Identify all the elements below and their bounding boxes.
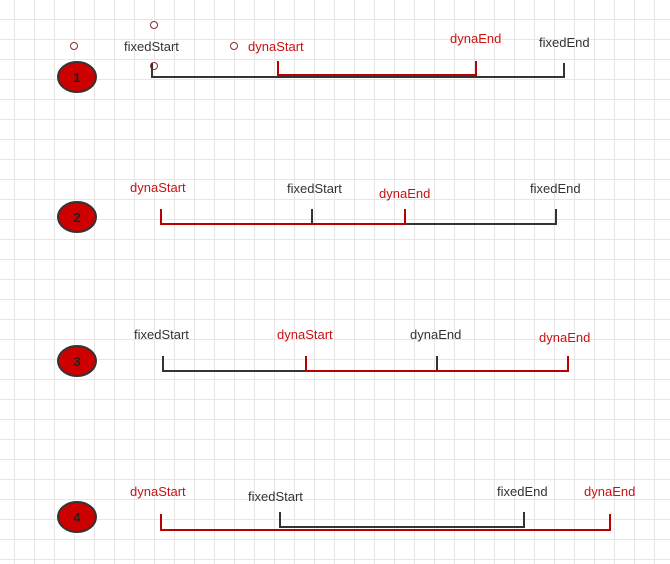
fixed-start-label: fixedStart xyxy=(124,39,179,54)
row-number-badge xyxy=(57,201,97,233)
dyna-start-label: dynaStart xyxy=(277,327,333,342)
fixed-range-bar xyxy=(279,512,525,528)
fixed-start-label: fixedStart xyxy=(248,489,303,504)
dyna-end-label: dynaEnd xyxy=(379,186,430,201)
fixed-range-bar xyxy=(162,356,438,372)
row-number-badge xyxy=(57,61,97,93)
row-number-label: 1 xyxy=(73,70,80,85)
timeline-row-1: 1 fixedStart dynaStart dynaEnd fixedEnd xyxy=(57,31,590,93)
dyna-start-label: dynaStart xyxy=(248,39,304,54)
fixed-end-label: dynaEnd xyxy=(410,327,461,342)
row-number-label: 3 xyxy=(73,354,80,369)
timeline-row-3: 3 fixedStart dynaStart dynaEnd dynaEnd xyxy=(57,327,590,377)
dyna-end-label: dynaEnd xyxy=(450,31,501,46)
timeline-row-4: 4 dynaStart fixedStart fixedEnd dynaEnd xyxy=(57,484,635,533)
dyna-end-label: dynaEnd xyxy=(539,330,590,345)
dyna-start-label: dynaStart xyxy=(130,180,186,195)
fixed-end-label: fixedEnd xyxy=(497,484,548,499)
handle-dot xyxy=(150,21,158,29)
row-number-badge xyxy=(57,345,97,377)
row-number-label: 4 xyxy=(73,510,81,525)
handle-dot xyxy=(70,42,78,50)
dyna-start-label: dynaStart xyxy=(130,484,186,499)
fixed-range-bar xyxy=(311,209,557,225)
dyna-range-bar xyxy=(305,356,569,372)
dyna-range-bar xyxy=(277,61,477,76)
dyna-range-bar xyxy=(160,209,406,225)
handle-dot xyxy=(230,42,238,50)
dyna-end-label: dynaEnd xyxy=(584,484,635,499)
fixed-start-label: fixedStart xyxy=(134,327,189,342)
dyna-range-bar xyxy=(160,514,611,531)
row-number-label: 2 xyxy=(73,210,80,225)
fixed-range-bar xyxy=(151,63,565,78)
timeline-row-2: 2 dynaStart fixedStart dynaEnd fixedEnd xyxy=(57,180,581,233)
row-number-badge xyxy=(57,501,97,533)
fixed-end-label: fixedEnd xyxy=(539,35,590,50)
fixed-end-label: fixedEnd xyxy=(530,181,581,196)
fixed-start-label: fixedStart xyxy=(287,181,342,196)
